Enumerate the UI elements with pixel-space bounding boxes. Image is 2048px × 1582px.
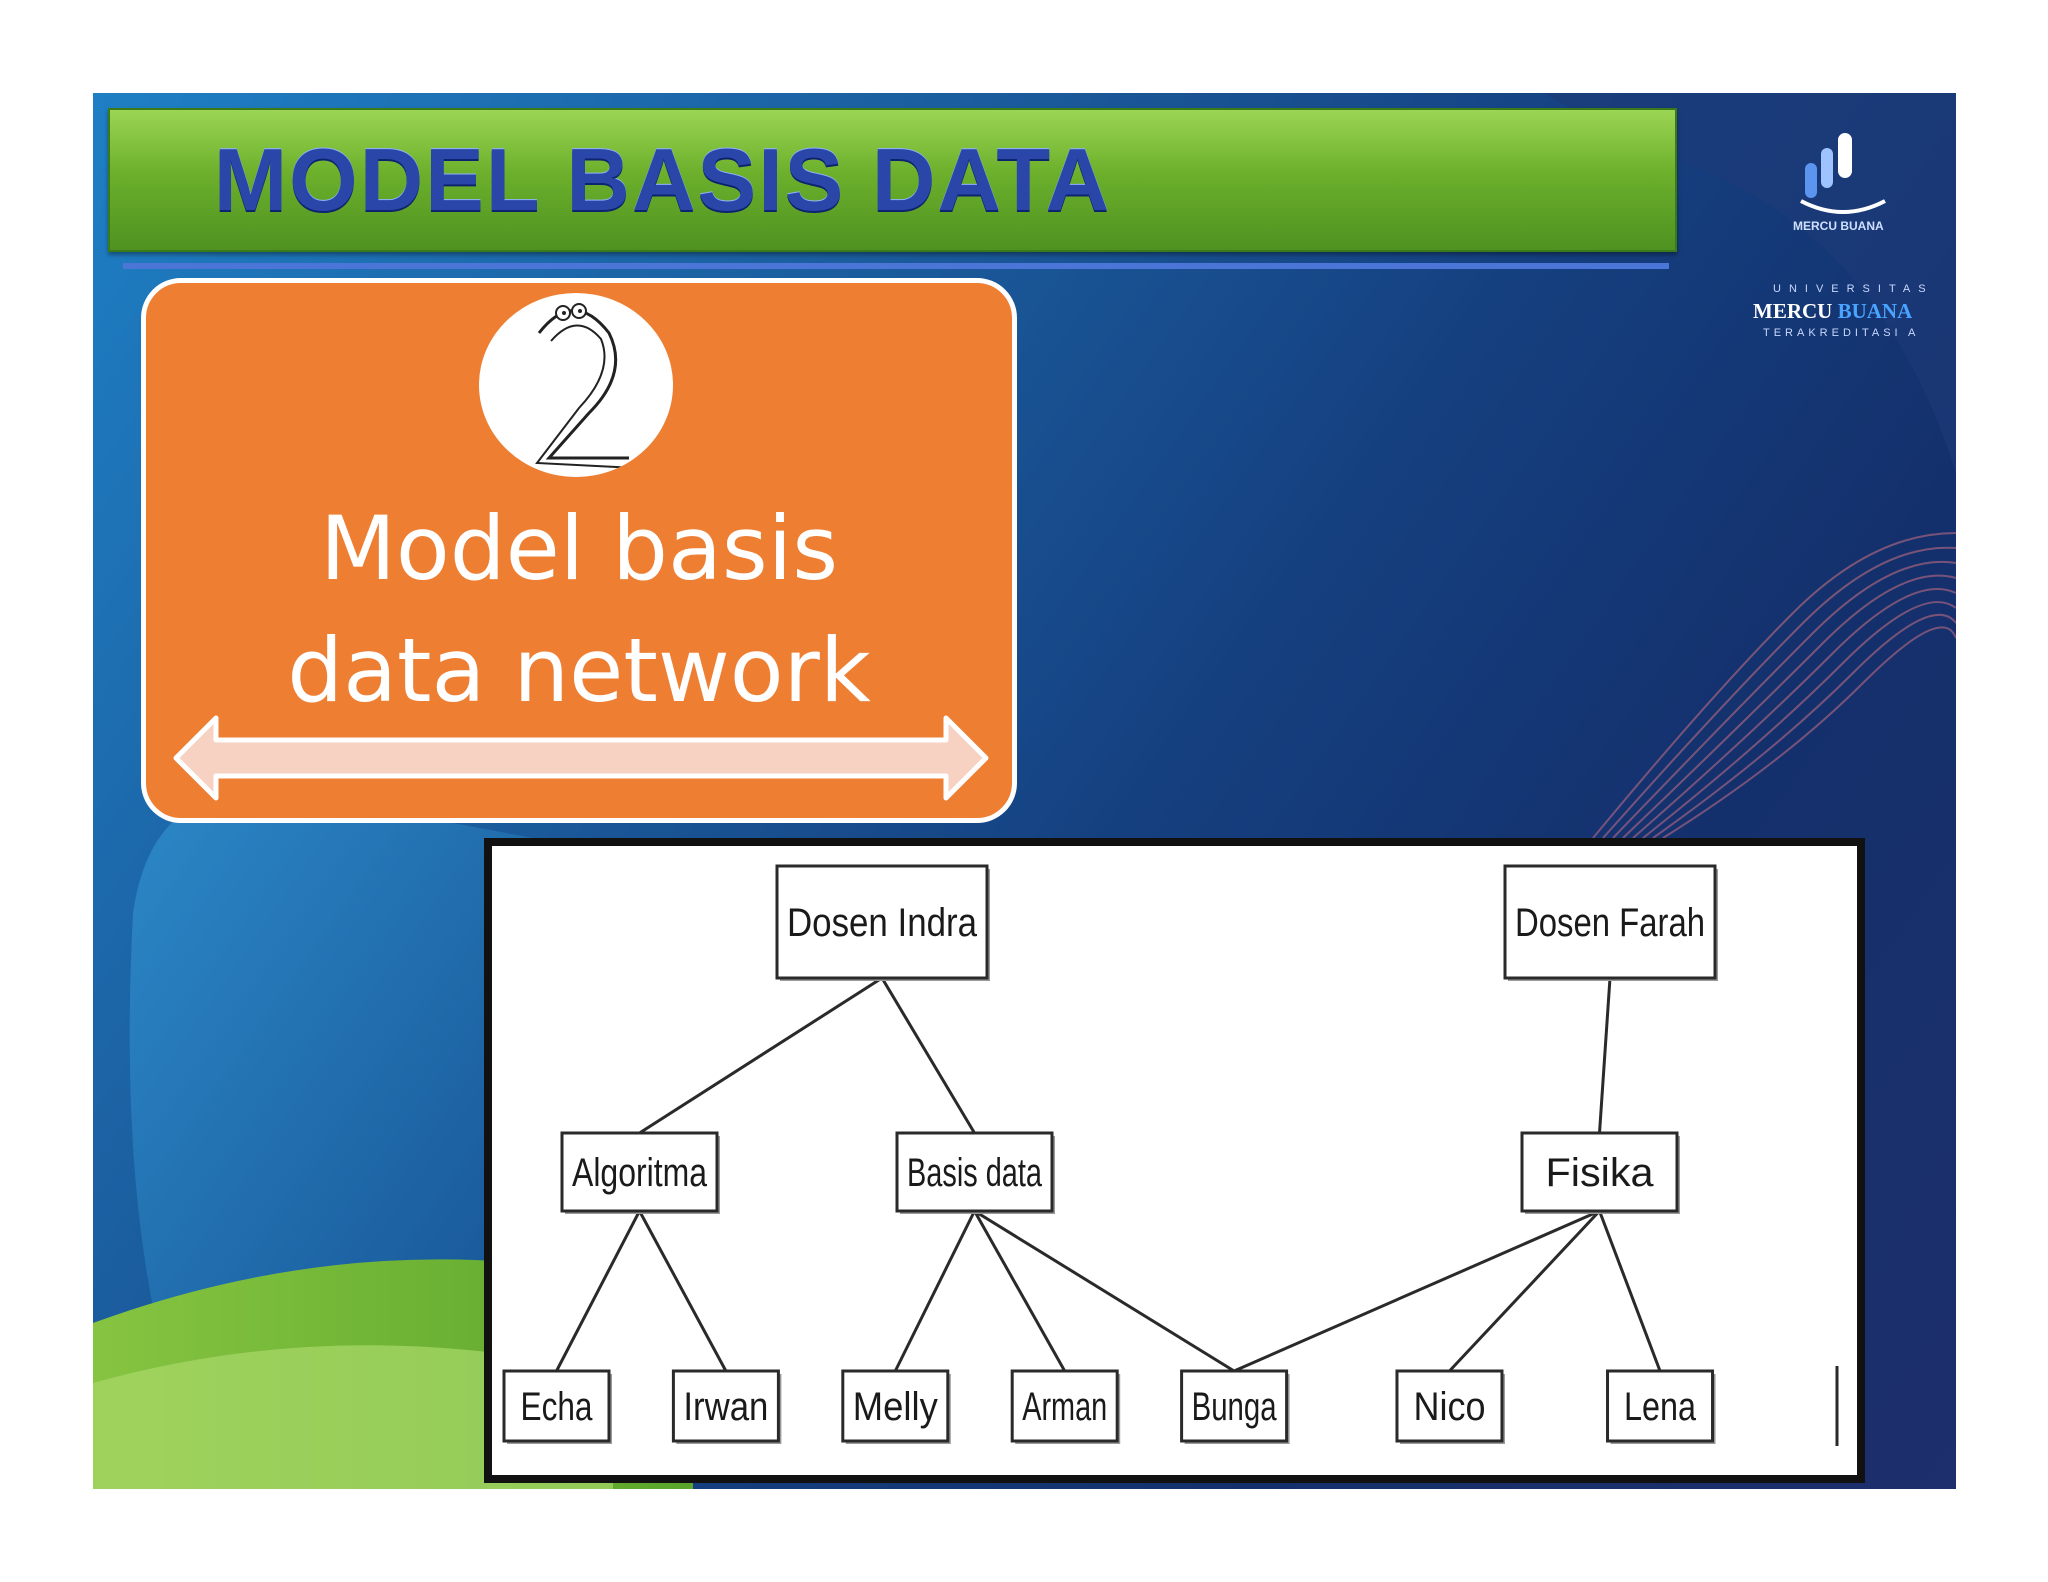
content-box: Model basis data network: [141, 278, 1017, 823]
node-irwan: Irwan: [671, 1369, 782, 1444]
node-label: Arman: [1022, 1385, 1107, 1429]
double-arrow-icon: [173, 715, 989, 801]
node-box: [560, 1131, 719, 1213]
node-melly: Melly: [841, 1369, 951, 1444]
number-two-cartoon-icon: [535, 303, 638, 469]
node-bunga: Bunga: [1180, 1369, 1290, 1444]
logo-name: MERCU BUANA: [1753, 299, 1912, 324]
node-label: Lena: [1624, 1385, 1697, 1429]
logo-name-b: BUANA: [1832, 299, 1913, 323]
box-heading: Model basis data network: [146, 488, 1012, 732]
node-box: [502, 1369, 611, 1443]
node-basis-data: Basis data: [895, 1131, 1055, 1214]
node-label: Irwan: [683, 1385, 768, 1429]
edge-algoritma-echa: [555, 1210, 641, 1372]
title-underline: [123, 263, 1669, 269]
node-box: [1010, 1369, 1119, 1443]
node-box: [1520, 1131, 1679, 1213]
edge-basis_data-melly: [893, 1210, 976, 1372]
node-dosen-indra: Dosen Indra: [775, 864, 990, 981]
edge-basis_data-bunga: [973, 1209, 1235, 1373]
logo-name-a: MERCU: [1753, 299, 1833, 323]
node-box: [1395, 1369, 1504, 1443]
node-label: Fisika: [1546, 1151, 1655, 1195]
logo-sub-text: TERAKREDITASI A: [1763, 327, 1920, 339]
node-nico: Nico: [1395, 1369, 1505, 1444]
edge-fisika-bunga: [1233, 1209, 1601, 1373]
node-label: Dosen Farah: [1515, 901, 1705, 945]
node-lena: Lena: [1606, 1369, 1716, 1444]
edge-basis_data-arman: [973, 1210, 1067, 1372]
number-circle: [479, 293, 673, 477]
slide: MODEL BASIS DATA MERCU BUANA UNIVERSITAS…: [93, 93, 1956, 1489]
edge-fisika-nico: [1448, 1209, 1601, 1373]
node-echa: Echa: [502, 1369, 612, 1444]
node-label: Basis data: [907, 1151, 1043, 1195]
node-label: Algoritma: [572, 1151, 708, 1195]
node-box: [841, 1369, 950, 1443]
box-heading-line1: Model basis: [319, 497, 839, 600]
node-box: [775, 864, 989, 980]
edge-fisika-lena: [1598, 1210, 1662, 1372]
node-label: Nico: [1413, 1385, 1485, 1429]
node-label: Dosen Indra: [787, 901, 978, 945]
node-label: Echa: [521, 1385, 594, 1429]
node-arman: Arman: [1010, 1369, 1121, 1444]
node-box: [1180, 1369, 1289, 1443]
box-heading-line2: data network: [287, 619, 871, 722]
node-fisika: Fisika: [1520, 1131, 1680, 1214]
node-box: [671, 1369, 780, 1443]
edge-dosen_farah-fisika: [1598, 977, 1612, 1134]
university-logo: MERCU BUANA UNIVERSITAS MERCU BUANA TERA…: [1743, 123, 1943, 353]
title-bar: MODEL BASIS DATA: [108, 108, 1677, 252]
node-box: [895, 1131, 1054, 1213]
node-dosen-farah: Dosen Farah: [1503, 864, 1718, 981]
node-box: [1606, 1369, 1715, 1443]
node-label: Bunga: [1192, 1385, 1278, 1429]
slide-title: MODEL BASIS DATA: [213, 130, 1112, 229]
node-label: Melly: [853, 1385, 938, 1429]
edge-dosen_indra-basis_data: [880, 977, 976, 1134]
edge-dosen_indra-algoritma: [638, 976, 883, 1135]
logo-emblem-icon: [1800, 133, 1886, 214]
logo-top-text: MERCU BUANA: [1793, 219, 1884, 233]
edge-algoritma-irwan: [638, 1210, 728, 1372]
node-box: [1503, 864, 1717, 980]
node-algoritma: Algoritma: [560, 1131, 720, 1214]
logo-uni-text: UNIVERSITAS: [1773, 283, 1934, 295]
